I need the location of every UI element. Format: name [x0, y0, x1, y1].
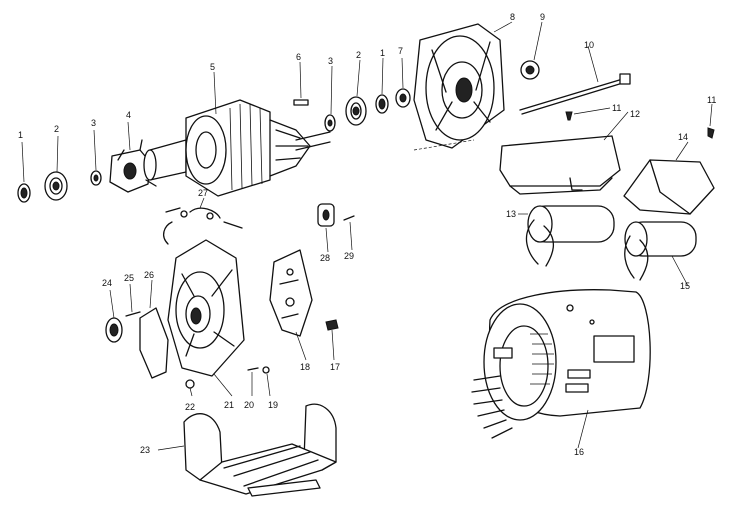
callout-16: 16 [574, 447, 584, 457]
callout-27: 27 [198, 188, 208, 198]
washer-1-left [17, 183, 31, 203]
callout-14: 14 [678, 132, 688, 142]
callout-1-left: 1 [18, 130, 23, 140]
callout-23: 23 [140, 445, 150, 455]
screw-11-b [707, 127, 715, 139]
callout-9: 9 [540, 12, 545, 22]
washer-1-right [375, 94, 389, 114]
bearing-2-right [345, 96, 367, 126]
callout-3-left: 3 [91, 118, 96, 128]
callout-1-right: 1 [380, 48, 385, 58]
callout-20: 20 [244, 400, 254, 410]
stator-frame-16 [471, 289, 651, 439]
callout-18: 18 [300, 362, 310, 372]
capacitor-15 [624, 221, 697, 281]
base-23 [183, 403, 337, 497]
gasket-26 [139, 307, 169, 379]
callout-13: 13 [506, 209, 516, 219]
washer-24 [105, 317, 123, 343]
washer-7 [395, 88, 411, 108]
callout-labels: 1 2 3 4 5 6 3 2 1 7 8 9 10 11 12 11 14 [18, 12, 716, 457]
callout-2-left: 2 [54, 124, 59, 134]
capacitor-cover-12 [499, 135, 621, 195]
callout-28: 28 [320, 253, 330, 263]
callout-15: 15 [680, 281, 690, 291]
nut-22 [185, 379, 195, 389]
key-6 [293, 99, 309, 106]
callout-24: 24 [102, 278, 112, 288]
bracket-27 [162, 207, 243, 245]
callout-21: 21 [224, 400, 234, 410]
washer-3-left [90, 170, 102, 186]
callout-17: 17 [330, 362, 340, 372]
end-bell-8 [413, 23, 505, 151]
screw-29 [343, 215, 355, 221]
screw-25 [125, 311, 141, 317]
end-bell-21 [167, 239, 245, 377]
switch-plate-18 [269, 249, 313, 337]
callout-7: 7 [398, 46, 403, 56]
capacitor-13 [525, 205, 615, 267]
screw-19 [262, 366, 270, 374]
screw-20 [247, 367, 259, 371]
bearing-2-left [44, 171, 68, 201]
washer-3-right [324, 114, 336, 132]
callout-25: 25 [124, 273, 134, 283]
callout-4: 4 [126, 110, 131, 120]
thru-bolt-10 [519, 73, 631, 115]
callout-12: 12 [630, 109, 640, 119]
callout-11-a: 11 [612, 103, 621, 113]
callout-26: 26 [144, 270, 154, 280]
screw-11-a [565, 111, 573, 121]
capacitor-cover-14 [623, 159, 715, 215]
callout-3-right: 3 [328, 56, 333, 66]
callout-2-right: 2 [356, 50, 361, 60]
callout-10: 10 [584, 40, 594, 50]
callout-29: 29 [344, 251, 354, 261]
screw-17 [325, 319, 339, 331]
callout-8: 8 [510, 12, 515, 22]
callout-11-b: 11 [707, 95, 716, 105]
centrifugal-switch-4 [109, 139, 157, 193]
callout-5: 5 [210, 62, 215, 72]
rotor-5 [143, 99, 331, 197]
bushing-28 [317, 203, 335, 227]
callout-22: 22 [185, 402, 195, 412]
callout-6: 6 [296, 52, 301, 62]
callout-19: 19 [268, 400, 278, 410]
nut-9 [520, 60, 540, 80]
